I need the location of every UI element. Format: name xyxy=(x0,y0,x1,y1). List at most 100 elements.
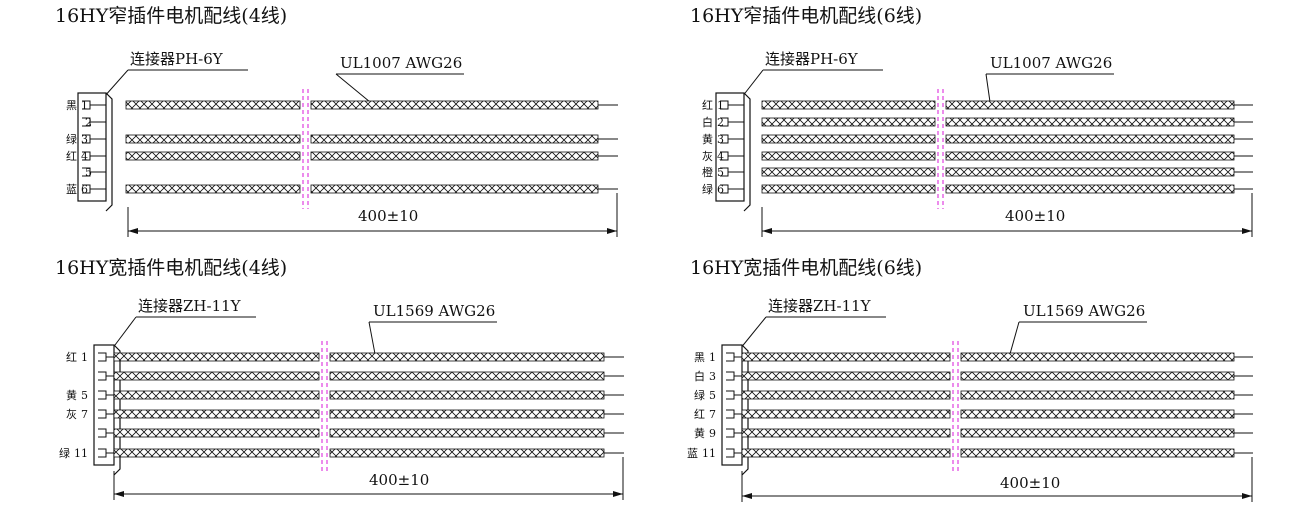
connector-pin xyxy=(720,167,744,177)
pin-number: 5 xyxy=(85,166,92,179)
cable-leader xyxy=(368,321,376,355)
wire-segment xyxy=(113,428,320,438)
connector-leader xyxy=(739,316,767,350)
wire-segment xyxy=(960,409,1235,419)
length-dimension: 400±10 xyxy=(1000,474,1060,492)
wire-color: 黑 xyxy=(694,351,705,364)
wire-segment xyxy=(945,151,1235,161)
wire-color: 黄 xyxy=(694,426,705,440)
wire-segment xyxy=(741,448,951,458)
wire-color: 灰 xyxy=(702,149,713,163)
wire-segment xyxy=(761,184,936,194)
cable-label: UL1569 AWG26 xyxy=(373,302,495,320)
cable-leader xyxy=(1009,321,1020,355)
pin-number: 6 xyxy=(81,183,88,196)
connector-label: 连接器PH-6Y xyxy=(765,50,859,68)
connector-pin xyxy=(720,184,744,194)
wire-segment xyxy=(741,409,951,419)
wire-segment xyxy=(960,428,1235,438)
connector-pin xyxy=(726,371,742,381)
wire-segment xyxy=(113,409,320,419)
connector-pin xyxy=(720,134,744,144)
connector-pin xyxy=(82,151,106,161)
wire-color: 黄 xyxy=(66,388,77,402)
connector-pin xyxy=(98,390,114,400)
cable-leader xyxy=(985,73,991,103)
connector-label: 连接器ZH-11Y xyxy=(768,297,872,315)
wire-color: 绿 xyxy=(694,388,705,402)
pin-number: 3 xyxy=(717,133,724,146)
wire-color: 绿 xyxy=(702,182,713,196)
wire-segment xyxy=(741,352,951,362)
connector-flange xyxy=(743,92,751,212)
wire-color: 绿 xyxy=(66,132,77,146)
connector-pin xyxy=(726,352,742,362)
wire-segment xyxy=(329,428,605,438)
pin-number: 6 xyxy=(717,183,724,196)
wire-color: 橙 xyxy=(702,165,713,179)
connector-pin xyxy=(82,184,106,194)
connector-pin xyxy=(726,448,742,458)
wire-segment xyxy=(945,134,1235,144)
wire-segment xyxy=(945,117,1235,127)
connector-flange xyxy=(105,92,113,212)
wire-segment xyxy=(761,134,936,144)
connector-pin xyxy=(720,100,744,110)
wire-segment xyxy=(310,134,599,144)
connector-pin xyxy=(726,428,742,438)
connector-pin xyxy=(720,151,744,161)
pin-number: 4 xyxy=(717,150,724,163)
connector-pin xyxy=(98,352,114,362)
pin-number: 5 xyxy=(81,389,88,402)
wire-segment xyxy=(761,100,936,110)
pin-number: 5 xyxy=(717,166,724,179)
pin-number: 1 xyxy=(81,351,88,364)
wire-segment xyxy=(329,448,605,458)
diagram-title: 16HY宽插件电机配线(4线) xyxy=(55,257,287,279)
pin-label: 5 xyxy=(85,166,92,179)
wire-color: 黄 xyxy=(702,132,713,146)
wire-segment xyxy=(960,352,1235,362)
wire-segment xyxy=(960,390,1235,400)
connector-leader xyxy=(741,69,764,98)
connector-pin xyxy=(726,390,742,400)
cable-label: UL1569 AWG26 xyxy=(1023,302,1145,320)
connector-leader xyxy=(111,316,137,350)
wire-color: 红 xyxy=(694,408,705,421)
wire-segment xyxy=(113,371,320,381)
connector-pin xyxy=(98,448,114,458)
connector-housing xyxy=(77,92,107,202)
wire-color: 红 xyxy=(66,351,77,364)
diagram-title: 16HY窄插件电机配线(4线) xyxy=(55,5,287,27)
wire-segment xyxy=(761,117,936,127)
wire-segment xyxy=(960,448,1235,458)
wire-segment xyxy=(741,428,951,438)
connector-housing xyxy=(93,344,115,466)
pin-number: 2 xyxy=(85,116,92,129)
wire-segment xyxy=(125,134,301,144)
wire-color: 白 xyxy=(702,115,713,129)
pin-number: 1 xyxy=(709,351,716,364)
pin-number: 1 xyxy=(717,99,724,112)
diagram-title: 16HY宽插件电机配线(6线) xyxy=(690,257,922,279)
wire-color: 黑 xyxy=(66,99,77,112)
diagram-title: 16HY窄插件电机配线(6线) xyxy=(690,5,922,27)
wire-color: 蓝 xyxy=(66,183,77,196)
wire-color: 红 xyxy=(702,99,713,112)
wire-segment xyxy=(945,100,1235,110)
length-dimension: 400±10 xyxy=(369,471,429,489)
wire-segment xyxy=(310,151,599,161)
wire-segment xyxy=(960,371,1235,381)
wire-segment xyxy=(125,100,301,110)
